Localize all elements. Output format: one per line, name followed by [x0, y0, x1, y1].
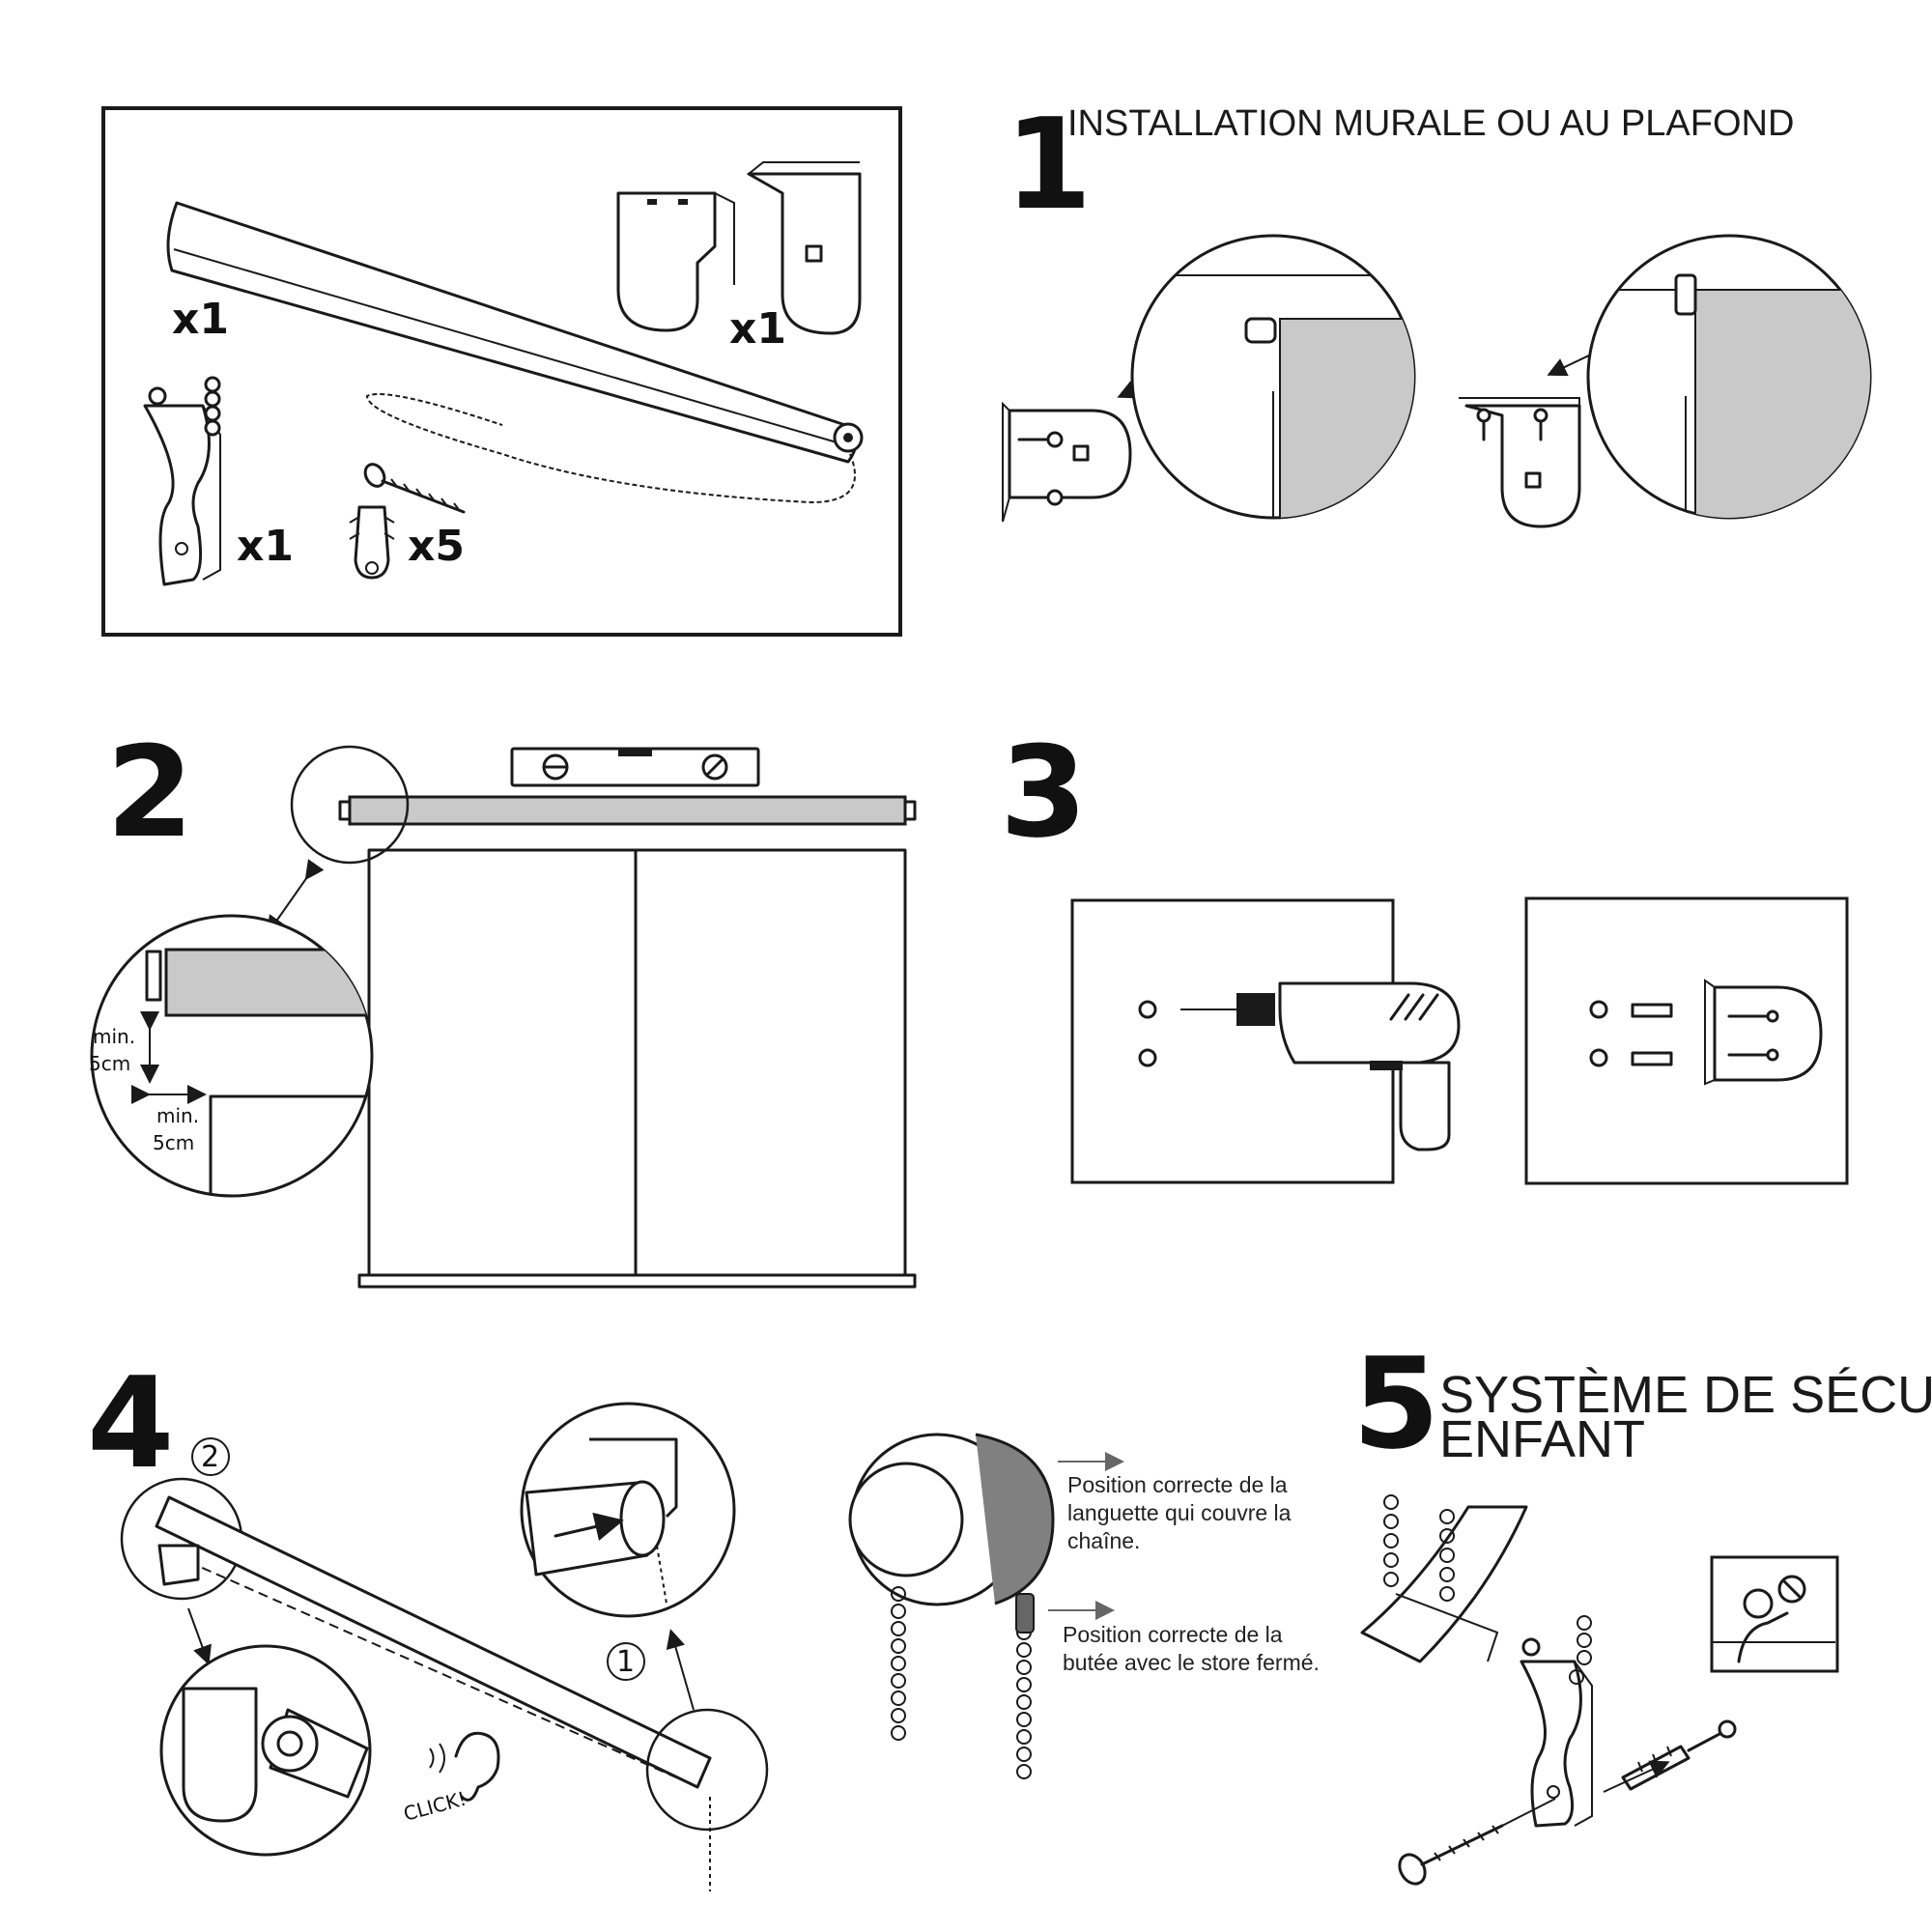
wall-mount-detail	[1130, 234, 1416, 520]
stop-note-1: Position correcte de la	[1063, 1622, 1283, 1647]
wall-bracket-icon	[1002, 401, 1132, 523]
min-label-2: min.	[156, 1104, 199, 1127]
step-5-number: 5	[1352, 1330, 1439, 1477]
brackets-qty: x1	[729, 304, 786, 354]
step-1-number: 1	[1005, 91, 1092, 238]
roller-tube	[348, 795, 907, 826]
chain-tab-detail	[848, 1433, 1055, 1779]
drill-panel	[1070, 898, 1461, 1184]
tab-note-3: chaîne.	[1067, 1528, 1140, 1553]
insert-detail	[520, 1402, 736, 1618]
stop-note-2: butée avec le store fermé.	[1063, 1650, 1320, 1675]
marker-2: 2	[201, 1440, 219, 1474]
ceiling-bracket-icon	[1459, 397, 1581, 528]
screw-icon	[1398, 1798, 1556, 1886]
distance-1: 5cm	[89, 1052, 130, 1075]
step-4: 4 2 CLICK!	[87, 1350, 1320, 1891]
step-3: 3	[1000, 719, 1849, 1185]
screws-qty: x5	[408, 522, 465, 571]
safety-clip-icon	[143, 376, 221, 586]
step-3-number: 3	[1000, 719, 1087, 866]
ear-icon	[429, 1731, 500, 1802]
drill-icon	[1180, 981, 1461, 1151]
step-1: 1 INSTALLATION MURALE OU AU PLAFOND	[1002, 91, 1872, 528]
screw-icon	[363, 463, 466, 514]
marker-1: 1	[616, 1645, 635, 1679]
ceiling-mount-detail	[1586, 234, 1872, 520]
step-2-number: 2	[106, 719, 193, 866]
roller-tube-icon	[166, 201, 864, 504]
click-detail	[159, 1644, 372, 1857]
spirit-level-icon	[510, 747, 760, 787]
wall-plug-icon	[349, 505, 395, 580]
parts-box: x1 x1 x1	[101, 106, 902, 637]
step-5: 5 SYSTÈME DE SÉCURITÉ ENFANT	[1352, 1330, 1932, 1886]
tab-note-1: Position correcte de la	[1067, 1472, 1288, 1497]
step-5-title-line-1: SYSTÈME DE SÉCURITÉ	[1439, 1366, 1932, 1424]
distance-2: 5cm	[153, 1131, 194, 1154]
plug-panel	[1524, 896, 1849, 1185]
step-1-title: INSTALLATION MURALE OU AU PLAFOND	[1067, 103, 1794, 144]
bracket-pair-icon	[616, 161, 862, 335]
step-4-number: 4	[87, 1350, 174, 1496]
clip-qty: x1	[237, 522, 294, 571]
child-warning-icon	[1710, 1555, 1839, 1673]
tab-note-2: languette qui couvre la	[1067, 1500, 1292, 1525]
roller-qty: x1	[172, 295, 229, 344]
clearance-detail: min. 5cm min. 5cm	[89, 914, 374, 1198]
click-label: CLICK!	[401, 1787, 469, 1826]
min-label-1: min.	[93, 1025, 135, 1048]
step-5-title-line-2: ENFANT	[1439, 1410, 1645, 1468]
window-frame	[357, 848, 917, 1289]
safety-clip-mount-icon	[1520, 1615, 1593, 1828]
safety-clip-side-icon	[1360, 1494, 1528, 1663]
step-2: 2	[89, 719, 917, 1289]
wall-plug-icon	[1621, 1719, 1737, 1791]
